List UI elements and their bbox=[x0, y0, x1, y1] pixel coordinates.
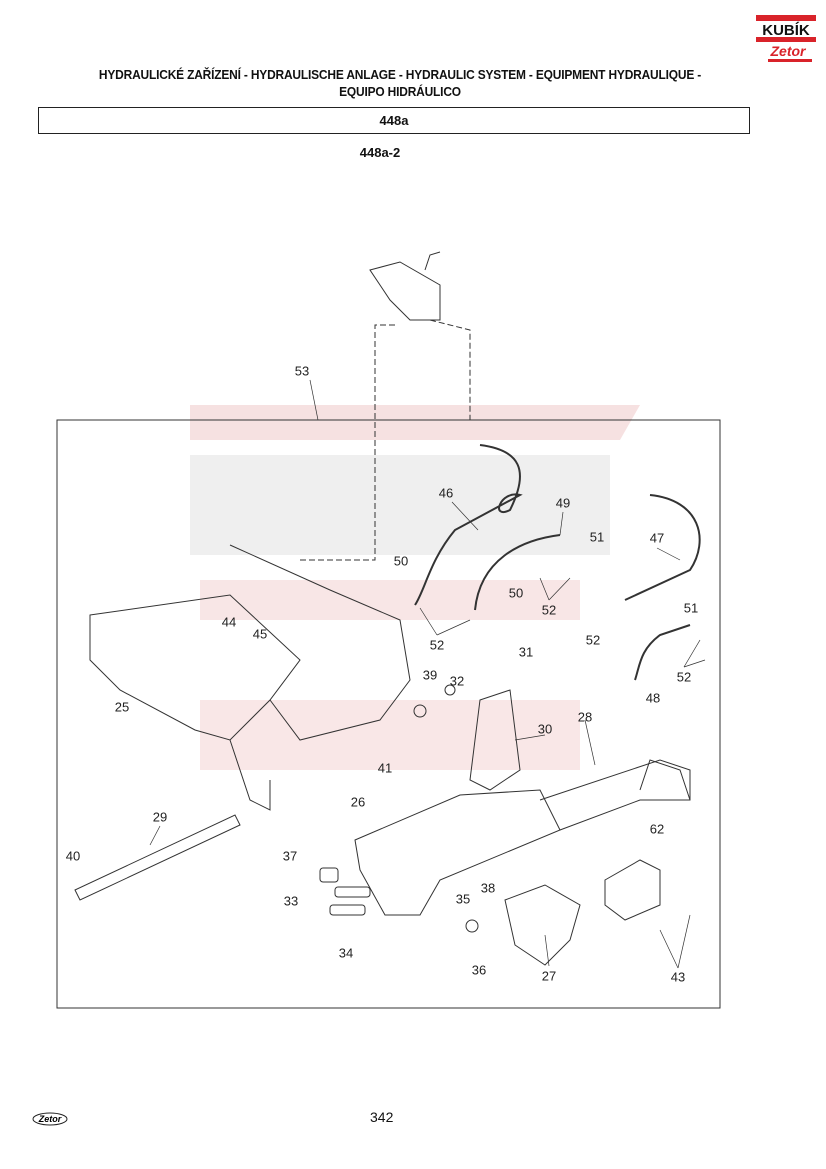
callout-52: 52 bbox=[429, 637, 445, 653]
callout-38: 38 bbox=[480, 880, 496, 896]
page-title: HYDRAULICKÉ ZAŘÍZENÍ - HYDRAULISCHE ANLA… bbox=[60, 66, 741, 100]
title-line-2: EQUIPO HIDRÁULICO bbox=[339, 84, 461, 99]
callout-51: 51 bbox=[589, 529, 605, 545]
callout-53: 53 bbox=[294, 363, 310, 379]
callout-52: 52 bbox=[541, 602, 557, 618]
callout-35: 35 bbox=[455, 891, 471, 907]
callout-34: 34 bbox=[338, 945, 354, 961]
callout-49: 49 bbox=[555, 495, 571, 511]
group-code-box: 448a bbox=[38, 107, 750, 134]
callout-50: 50 bbox=[393, 553, 409, 569]
callout-51: 51 bbox=[683, 600, 699, 616]
callout-40: 40 bbox=[65, 848, 81, 864]
callout-30: 30 bbox=[537, 721, 553, 737]
callout-44: 44 bbox=[221, 614, 237, 630]
callout-46: 46 bbox=[438, 485, 454, 501]
callout-28: 28 bbox=[577, 709, 593, 725]
title-line-1: HYDRAULICKÉ ZAŘÍZENÍ - HYDRAULISCHE ANLA… bbox=[98, 67, 702, 82]
callout-47: 47 bbox=[649, 530, 665, 546]
callout-33: 33 bbox=[283, 893, 299, 909]
group-code: 448a bbox=[379, 113, 409, 128]
svg-text:Zetor: Zetor bbox=[38, 1114, 62, 1124]
callout-36: 36 bbox=[471, 962, 487, 978]
watermark bbox=[190, 405, 640, 770]
callout-26: 26 bbox=[350, 794, 366, 810]
figure-code: 448a-2 bbox=[359, 145, 401, 160]
callout-43: 43 bbox=[670, 969, 686, 985]
callout-29: 29 bbox=[152, 809, 168, 825]
svg-text:KUBÍK: KUBÍK bbox=[762, 22, 810, 39]
callout-45: 45 bbox=[252, 626, 268, 642]
callout-48: 48 bbox=[645, 690, 661, 706]
callout-32: 32 bbox=[449, 673, 465, 689]
callout-37: 37 bbox=[282, 848, 298, 864]
svg-text:Zetor: Zetor bbox=[770, 43, 808, 59]
callout-50: 50 bbox=[508, 585, 524, 601]
callout-62: 62 bbox=[649, 821, 665, 837]
callout-41: 41 bbox=[377, 760, 393, 776]
callout-25: 25 bbox=[114, 699, 130, 715]
diagram-frame bbox=[56, 419, 721, 1009]
callout-39: 39 bbox=[422, 667, 438, 683]
callout-52: 52 bbox=[676, 669, 692, 685]
kubik-zetor-logo: KUBÍK Zetor bbox=[756, 15, 816, 67]
callout-31: 31 bbox=[518, 644, 534, 660]
callout-52: 52 bbox=[585, 632, 601, 648]
page-number: 342 bbox=[370, 1109, 394, 1125]
zetor-footer-logo: Zetor bbox=[32, 1112, 68, 1126]
callout-27: 27 bbox=[541, 968, 557, 984]
